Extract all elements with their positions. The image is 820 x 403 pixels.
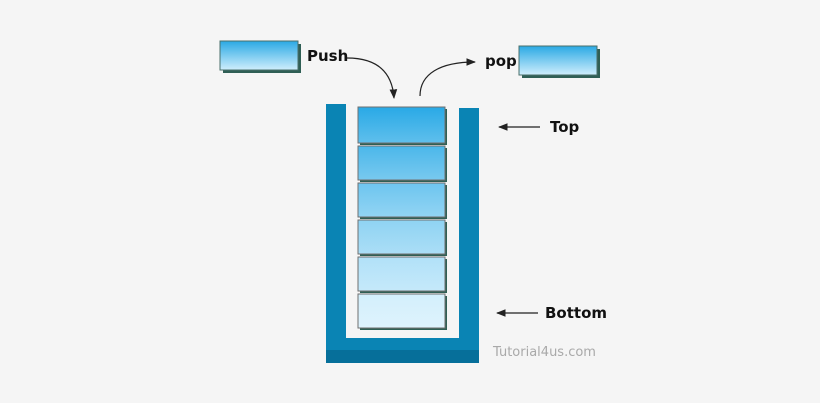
stack-element <box>357 256 446 292</box>
pop-element-box <box>518 45 600 78</box>
push-label: Push <box>307 47 349 65</box>
pop-arrow <box>419 58 476 97</box>
stack-element <box>357 106 446 144</box>
stack-element <box>357 293 446 329</box>
stack-element <box>357 145 446 181</box>
stack-element <box>357 182 446 218</box>
push-arrow <box>346 57 398 99</box>
push-element-box <box>219 40 301 73</box>
top-label: Top <box>550 118 580 136</box>
stack-container-base <box>326 350 479 363</box>
pop-label: pop <box>485 52 517 70</box>
stack-elements <box>357 106 447 330</box>
watermark-text: Tutorial4us.com <box>493 345 596 360</box>
stack-element <box>357 219 446 255</box>
bottom-label: Bottom <box>545 304 608 322</box>
stack-container <box>326 104 479 363</box>
